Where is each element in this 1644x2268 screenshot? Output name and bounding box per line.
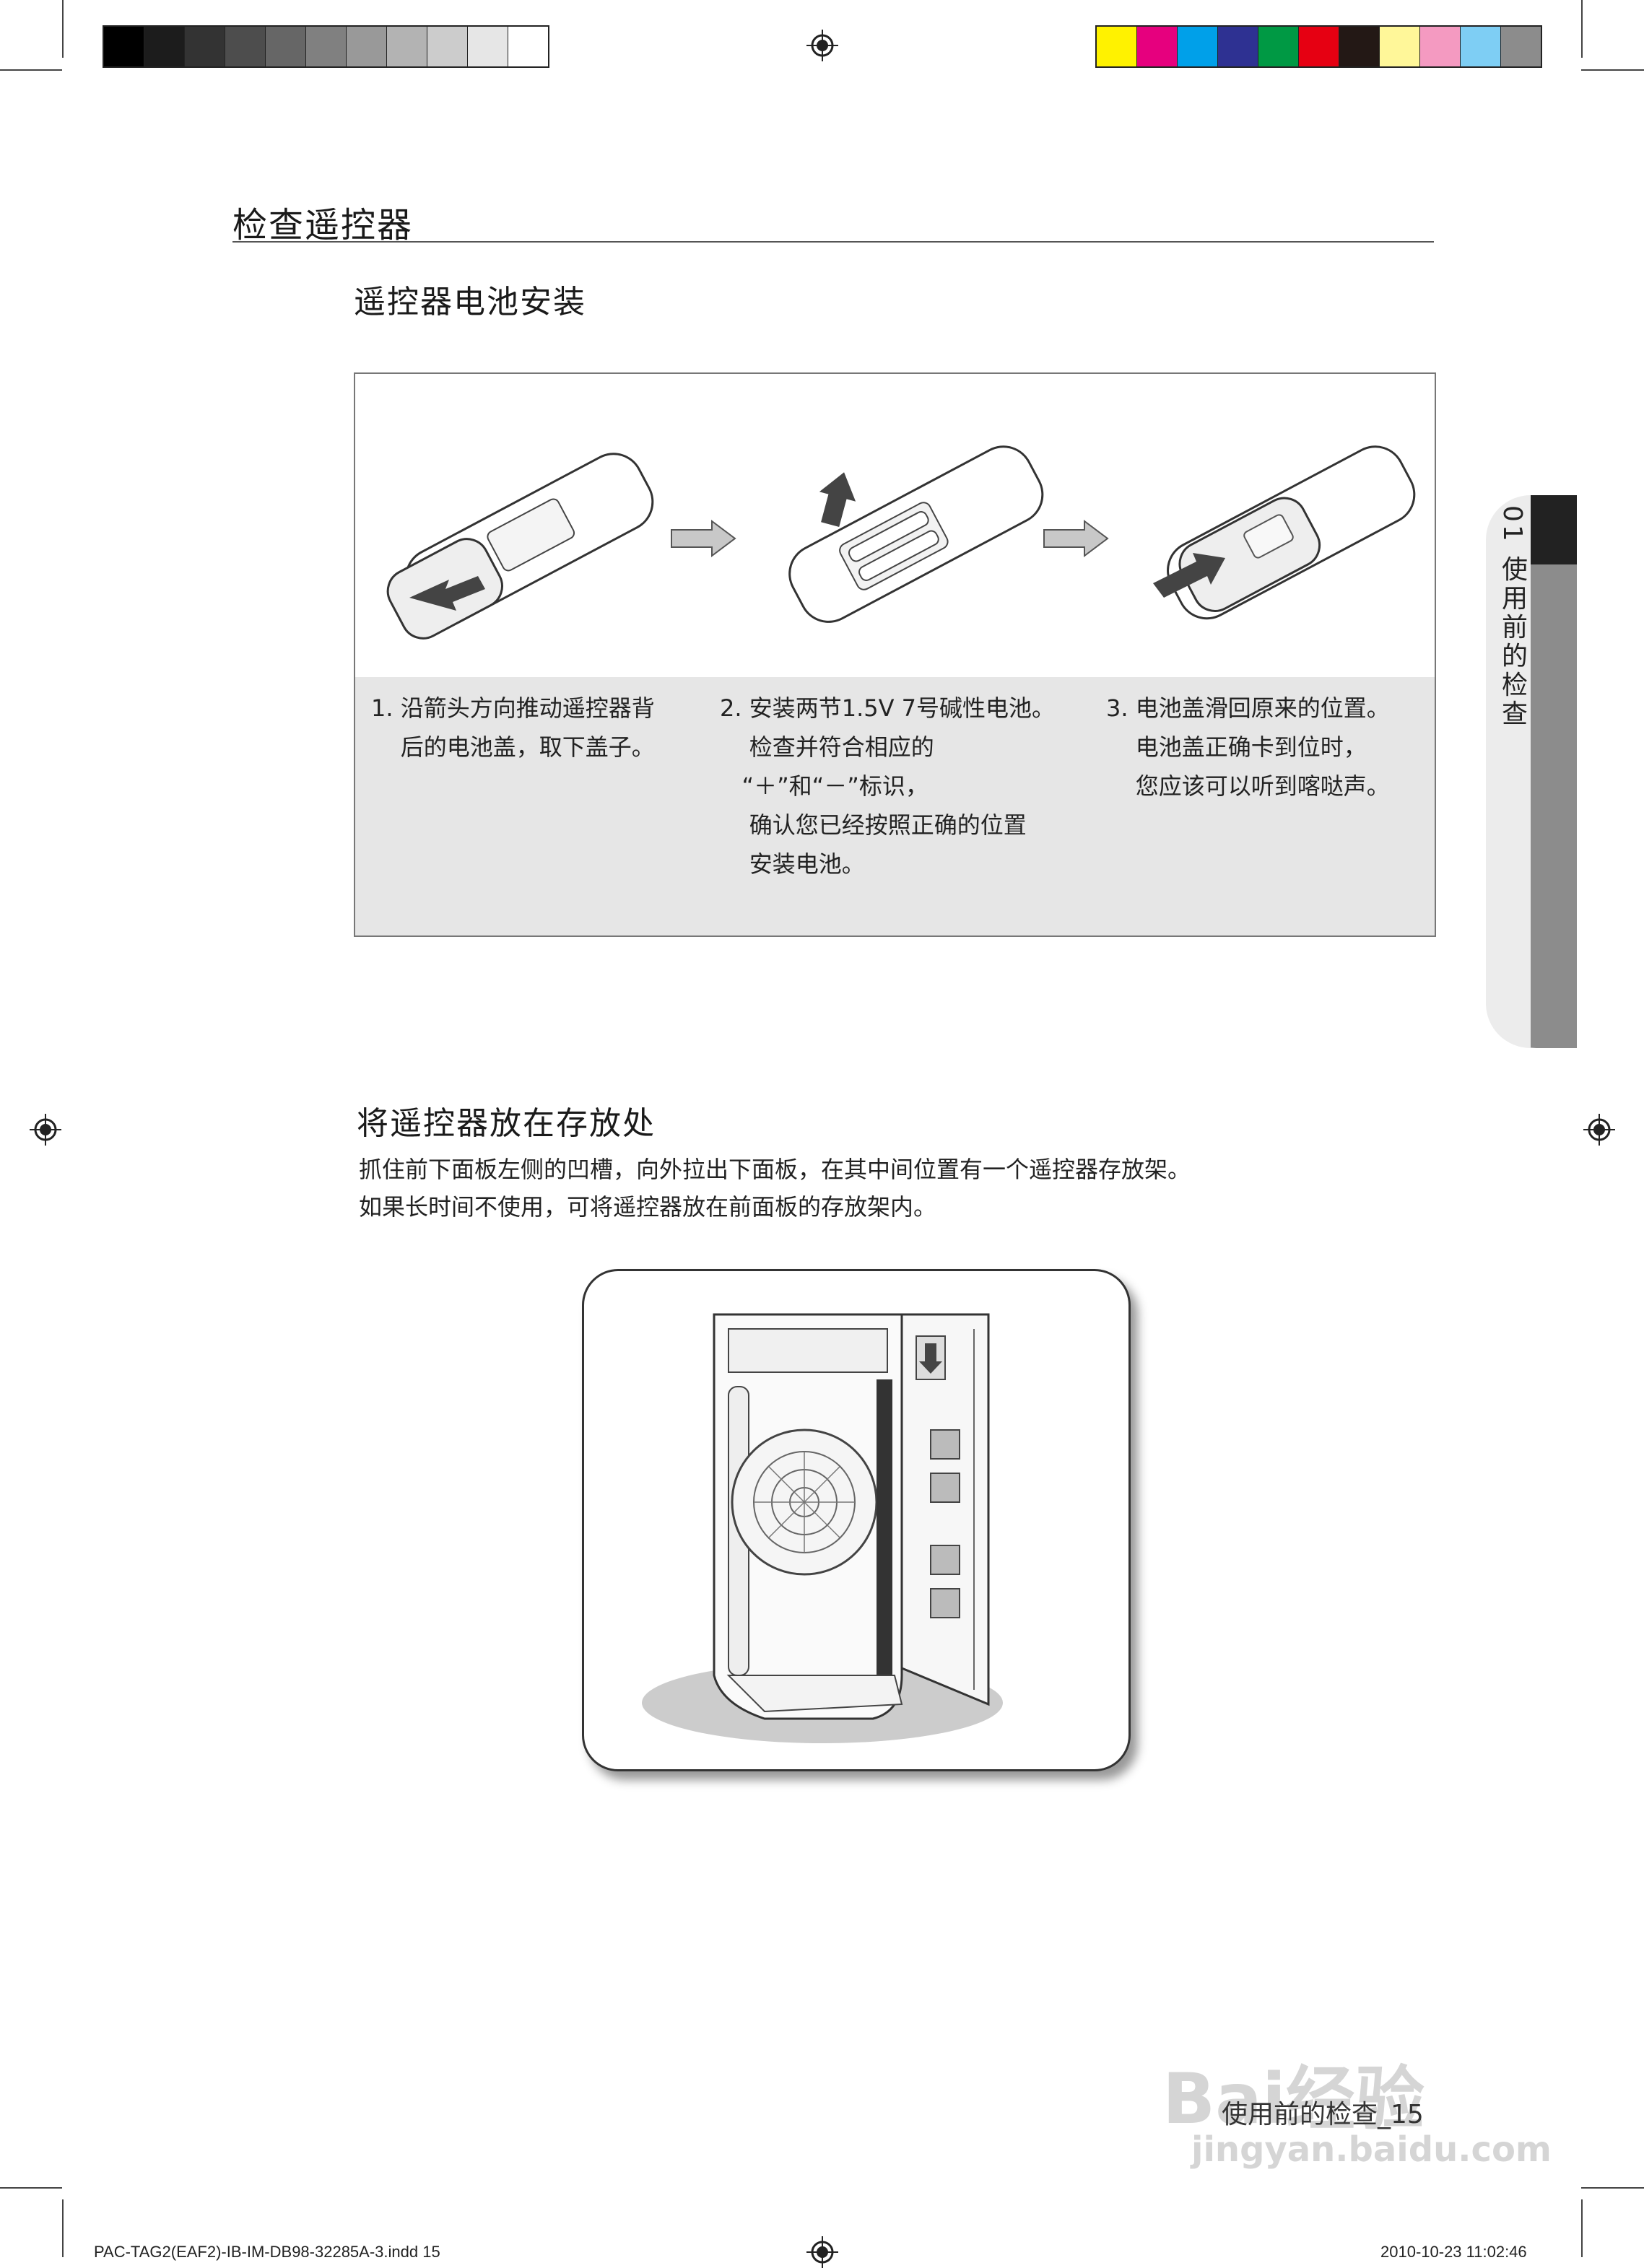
crop-mark (1581, 2199, 1583, 2257)
print-timestamp: 2010-10-23 11:02:46 (1380, 2243, 1527, 2261)
color-swatch (468, 27, 508, 66)
remote-step1-illustration (386, 453, 654, 640)
registration-mark-icon (806, 2236, 838, 2268)
battery-heading: 遥控器电池安装 (354, 284, 586, 320)
crop-mark (1581, 69, 1644, 71)
color-swatch (508, 27, 548, 66)
color-swatch (347, 27, 387, 66)
color-swatch (1178, 27, 1218, 66)
next-step-arrow-icon (671, 520, 736, 557)
color-swatch (1258, 27, 1299, 66)
color-swatch (1461, 27, 1501, 66)
remote-step2-illustration (788, 445, 1044, 623)
crop-mark (0, 2187, 62, 2189)
remote-step3-illustration (1153, 445, 1416, 620)
color-swatch (144, 27, 185, 66)
color-swatch (266, 27, 306, 66)
air-conditioner-illustration (642, 1313, 1003, 1743)
step-1-text: 1. 沿箭头方向推动遥控器背 后的电池盖，取下盖子。 (371, 694, 655, 761)
step-2-text: 2. 安装两节1.5V 7号碱性电池。 检查并符合相应的 “＋”和“－”标识， … (720, 694, 1056, 878)
color-swatch (1501, 27, 1541, 66)
process-color-bar (1095, 25, 1542, 68)
color-swatch (1137, 27, 1178, 66)
page-footer-label: 使用前的检查_15 (1222, 2100, 1424, 2129)
crop-mark (1581, 0, 1583, 58)
crop-mark (0, 69, 62, 71)
grayscale-color-bar (103, 25, 549, 68)
color-swatch (1299, 27, 1339, 66)
color-swatch (1380, 27, 1420, 66)
storage-illustration-frame (582, 1269, 1131, 1771)
step-3-text: 3. 电池盖滑回原来的位置。 电池盖正确卡到位时， 您应该可以听到喀哒声。 (1106, 694, 1390, 800)
instruction-text-band (355, 677, 1435, 935)
file-info: PAC-TAG2(EAF2)-IB-IM-DB98-32285A-3.indd … (94, 2243, 440, 2261)
color-swatch (306, 27, 347, 66)
watermark-url: jingyan.baidu.com (1191, 2129, 1552, 2170)
storage-text-line2: 如果长时间不使用，可将遥控器放在前面板的存放架内。 (359, 1193, 937, 1221)
registration-mark-icon (30, 1114, 61, 1146)
storage-heading: 将遥控器放在存放处 (357, 1105, 656, 1142)
color-swatch (1218, 27, 1258, 66)
crop-mark (1581, 2187, 1644, 2189)
registration-mark-icon (1583, 1114, 1615, 1146)
registration-mark-icon (806, 30, 838, 61)
color-swatch (427, 27, 468, 66)
next-step-arrow-icon (1043, 520, 1109, 557)
chapter-tab-label: 01 使用前的检查 (1497, 505, 1527, 729)
watermark-brand: Bai经验 (1162, 2059, 1425, 2140)
color-swatch (225, 27, 266, 66)
crop-mark (62, 0, 64, 58)
section-divider (232, 241, 1434, 243)
color-swatch (104, 27, 144, 66)
chapter-tab-marker (1531, 495, 1577, 564)
battery-instruction-panel: 1. 沿箭头方向推动遥控器背 后的电池盖，取下盖子。 2. 安装两节1.5V 7… (354, 372, 1436, 937)
color-swatch (387, 27, 427, 66)
chapter-tab-light (1486, 495, 1531, 1048)
storage-text-line1: 抓住前下面板左侧的凹槽，向外拉出下面板，在其中间位置有一个遥控器存放架。 (359, 1156, 1191, 1183)
section-title: 检查遥控器 (232, 205, 414, 245)
color-swatch (1097, 27, 1137, 66)
color-swatch (185, 27, 225, 66)
crop-mark (62, 2199, 64, 2257)
color-swatch (1420, 27, 1461, 66)
color-swatch (1339, 27, 1380, 66)
